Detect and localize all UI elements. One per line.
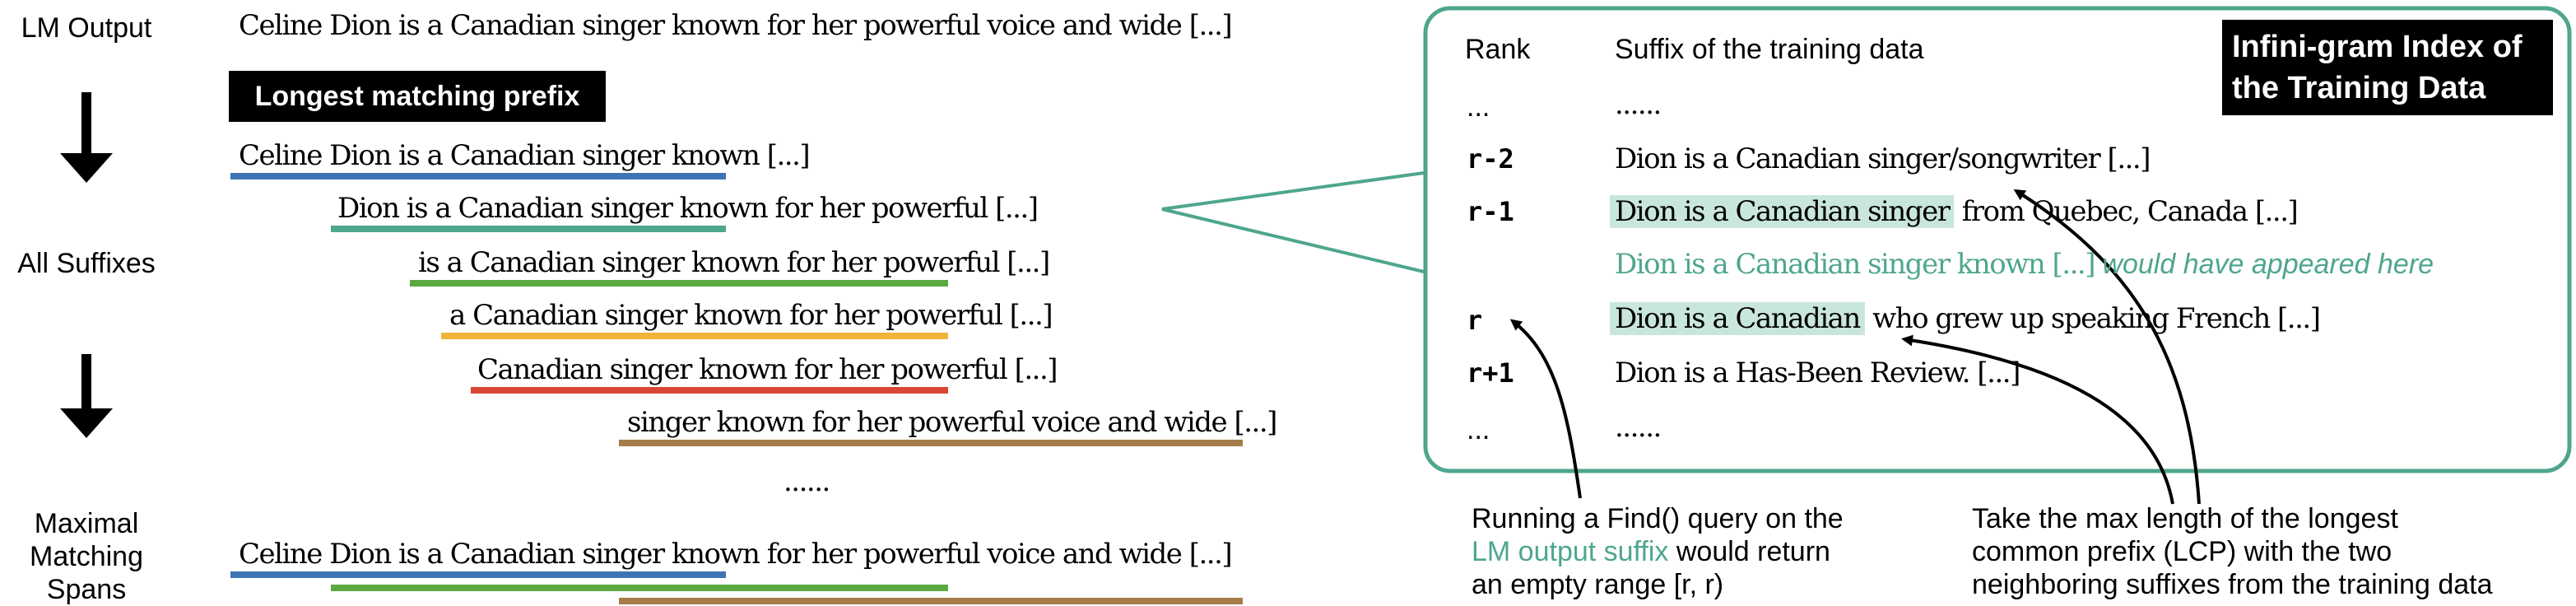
rank-cell: r+1 bbox=[1467, 357, 1514, 389]
maximal-label-1: Maximal bbox=[34, 508, 139, 539]
suffix-line: Celine Dion is a Canadian singer known [… bbox=[239, 139, 811, 172]
match-underline-blue bbox=[230, 173, 726, 179]
hypothetical-suffix: Dion is a Canadian singer known [...] bbox=[1615, 248, 2095, 281]
longest-matching-prefix-label: Longest matching prefix bbox=[229, 71, 606, 122]
lcp-highlight: Dion is a Canadian singer bbox=[1610, 195, 1955, 228]
match-underline-green bbox=[410, 280, 948, 287]
suffix-column-header: Suffix of the training data bbox=[1615, 34, 1924, 65]
suffix-cell: Dion is a Canadian who grew up speaking … bbox=[1610, 300, 2321, 338]
find-arrow bbox=[1509, 319, 1582, 499]
rank-column-header: Rank bbox=[1465, 34, 1531, 65]
lcp-annotation-line: Take the max length of the longest bbox=[1972, 503, 2398, 534]
suffix-line: Canadian singer known for her powerful [… bbox=[477, 353, 1058, 386]
index-title-line: Infini-gram Index of bbox=[2232, 30, 2523, 64]
suffix-rest: who grew up speaking French [...] bbox=[1864, 302, 2321, 335]
hypothetical-note: would have appeared here bbox=[2094, 249, 2434, 280]
match-underline-red bbox=[471, 387, 948, 394]
lcp-highlight: Dion is a Canadian bbox=[1610, 302, 1865, 335]
lcp-arrow-lower bbox=[1901, 334, 2174, 505]
lm-output-label: LM Output bbox=[21, 12, 152, 44]
match-underline-teal bbox=[331, 226, 726, 232]
find-annotation-line: LM output suffix would return bbox=[1472, 535, 1830, 568]
find-annotation-line: an empty range [r, r) bbox=[1472, 569, 1724, 600]
span-underline-blue bbox=[230, 571, 726, 578]
index-panel-border bbox=[1423, 6, 2572, 473]
suffix-ellipsis: ...... bbox=[783, 465, 830, 498]
rank-cell: ... bbox=[1467, 91, 1490, 123]
suffix-cell: ...... bbox=[1615, 88, 1662, 121]
match-underline-brown bbox=[619, 440, 1243, 446]
lm-output-text: Celine Dion is a Canadian singer known f… bbox=[239, 9, 1233, 42]
suffix-line: singer known for her powerful voice and … bbox=[627, 406, 1277, 439]
suffix-cell-hypothetical: Dion is a Canadian singer known [...] wo… bbox=[1615, 245, 2434, 283]
all-suffixes-label: All Suffixes bbox=[17, 248, 156, 279]
rank-cell: r bbox=[1467, 305, 1483, 336]
suffix-line: is a Canadian singer known for her power… bbox=[418, 246, 1050, 279]
maximal-label-3: Spans bbox=[46, 574, 127, 605]
match-underline-orange bbox=[441, 333, 948, 339]
suffix-cell: Dion is a Canadian singer from Quebec, C… bbox=[1610, 193, 2299, 231]
suffix-line: Dion is a Canadian singer known for her … bbox=[337, 192, 1039, 225]
lcp-annotation-line: neighboring suffixes from the training d… bbox=[1972, 569, 2493, 600]
span-underline-brown bbox=[619, 598, 1243, 604]
lcp-arrow-upper bbox=[2013, 189, 2201, 505]
rank-cell: r-2 bbox=[1467, 143, 1514, 175]
suffix-cell: Dion is a Canadian singer/songwriter [..… bbox=[1615, 142, 2151, 175]
find-annotation-line: Running a Find() query on the bbox=[1472, 503, 1844, 534]
suffix-rest: from Quebec, Canada [...] bbox=[1954, 195, 2299, 228]
callout-connector bbox=[1161, 171, 1425, 273]
maximal-label-2: Matching bbox=[30, 541, 143, 572]
lcp-annotation-line: common prefix (LCP) with the two bbox=[1972, 536, 2392, 567]
index-title-line: the Training Data bbox=[2232, 71, 2486, 105]
suffix-cell: ...... bbox=[1615, 411, 1662, 444]
span-underline-green bbox=[331, 585, 948, 591]
suffix-cell: Dion is a Has-Been Review. [...] bbox=[1615, 357, 2020, 389]
find-annotation-rest: would return bbox=[1668, 536, 1830, 567]
index-title: Infini-gram Index of the Training Data bbox=[2222, 20, 2553, 115]
lm-output-suffix-term: LM output suffix bbox=[1472, 536, 1669, 567]
suffix-line: a Canadian singer known for her powerful… bbox=[449, 299, 1053, 332]
rank-cell: ... bbox=[1467, 414, 1490, 445]
rank-cell: r-1 bbox=[1467, 196, 1514, 227]
maximal-spans-text: Celine Dion is a Canadian singer known f… bbox=[239, 538, 1233, 571]
